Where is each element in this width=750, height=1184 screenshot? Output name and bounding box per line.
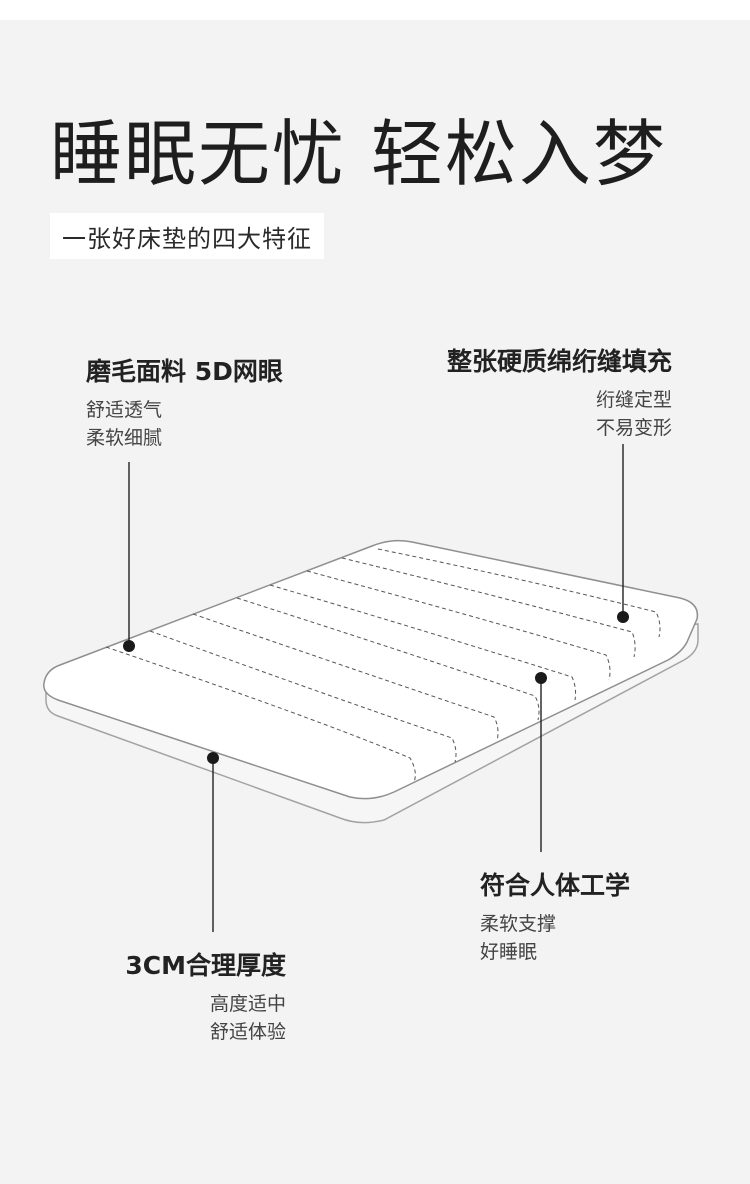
- feature-fabric: 磨毛面料 5D网眼 舒适透气 柔软细腻: [86, 352, 283, 452]
- feature-desc-line: 舒适体验: [209, 1021, 286, 1043]
- feature-title: 磨毛面料 5D网眼: [86, 357, 283, 386]
- feature-desc-line: 柔软支撑: [480, 913, 557, 935]
- callout-dot-ergonomic: [535, 672, 547, 684]
- callout-lines: [128, 444, 624, 932]
- feature-desc-line: 柔软细腻: [86, 427, 163, 449]
- feature-desc-line: 高度适中: [209, 993, 286, 1015]
- feature-desc-line: 好睡眠: [480, 941, 538, 963]
- mattress-top: [43, 539, 699, 800]
- feature-thickness: 3CM合理厚度 高度适中 舒适体验: [125, 946, 286, 1046]
- feature-desc-line: 绗缝定型: [595, 389, 672, 411]
- subtitle-box: 一张好床垫的四大特征: [50, 213, 324, 259]
- feature-title: 3CM合理厚度: [125, 951, 286, 980]
- callout-dot-thickness: [207, 752, 219, 764]
- feature-title: 整张硬质绵绗缝填充: [446, 347, 672, 376]
- callout-dot-quilting: [617, 611, 629, 623]
- quilting-stitches: [105, 548, 661, 783]
- feature-desc-line: 舒适透气: [86, 399, 163, 421]
- feature-title: 符合人体工学: [480, 871, 631, 900]
- feature-desc-line: 不易变形: [595, 417, 672, 439]
- callout-dot-fabric: [123, 640, 135, 652]
- page-title: 睡眠无忧 轻松入梦: [50, 112, 667, 196]
- page-subtitle: 一张好床垫的四大特征: [62, 224, 312, 253]
- callout-dots: [123, 611, 629, 764]
- feature-ergonomic: 符合人体工学 柔软支撑 好睡眠: [480, 866, 630, 966]
- feature-quilting: 整张硬质绵绗缝填充 绗缝定型 不易变形: [447, 342, 672, 442]
